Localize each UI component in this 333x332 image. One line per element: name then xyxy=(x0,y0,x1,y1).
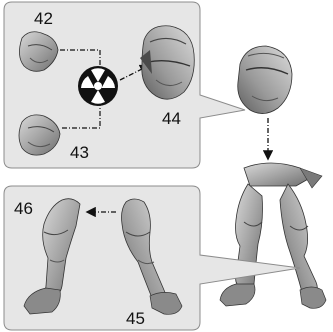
part-label-43: 43 xyxy=(70,143,89,162)
assembly-guide-lines xyxy=(60,49,101,129)
part-label-44: 44 xyxy=(162,109,181,128)
part-42-helmet-half xyxy=(19,31,59,72)
part-label-45: 45 xyxy=(126,309,145,328)
part-43-helmet-half xyxy=(18,114,61,156)
part-label-46: 46 xyxy=(14,199,33,218)
part-45-leg xyxy=(121,198,183,315)
part-label-42: 42 xyxy=(34,9,53,28)
nutrition-symbol-icon xyxy=(78,66,118,106)
head-assembly xyxy=(237,45,293,114)
part-44-helmet xyxy=(140,25,195,100)
bottom-callout-panel xyxy=(3,185,301,331)
part-46-leg xyxy=(23,198,81,315)
legs-assembly xyxy=(219,162,327,309)
